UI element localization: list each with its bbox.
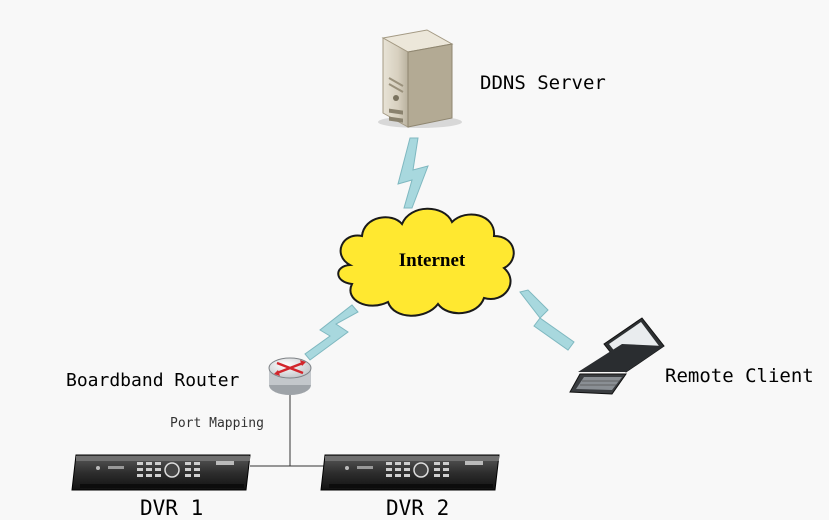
- cloud-icon: [337, 207, 515, 317]
- router-label: Boardband Router: [66, 370, 240, 391]
- internet-label: Internet: [398, 250, 466, 271]
- wired-links: [250, 395, 325, 467]
- ddns-server-label: DDNS Server: [480, 72, 606, 94]
- remote-client-label: Remote Client: [665, 365, 814, 387]
- dvr-recorder-icon: [71, 454, 251, 491]
- server-tower-icon: [378, 29, 462, 128]
- router-icon: [268, 357, 312, 395]
- wireless-link-internet-client: [519, 289, 575, 351]
- wireless-link-internet-router: [304, 304, 359, 361]
- dvr-recorder-icon: [320, 454, 500, 491]
- wireless-link-server-internet: [397, 137, 429, 209]
- dvr2-label: DVR 2: [386, 496, 450, 520]
- laptop-icon: [569, 317, 665, 395]
- port-mapping-label: Port Mapping: [170, 416, 264, 431]
- dvr1-label: DVR 1: [140, 496, 204, 520]
